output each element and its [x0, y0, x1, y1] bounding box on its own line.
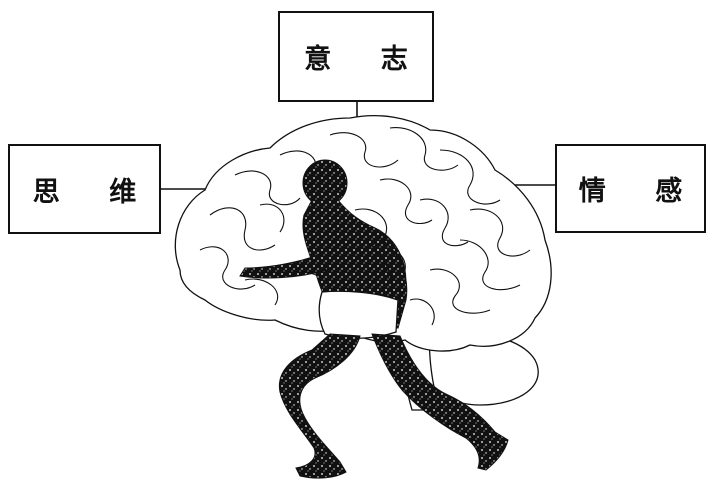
thinking-label: 思 维 [33, 170, 156, 209]
will-label: 意 志 [304, 37, 427, 76]
emotion-box: 情 感 [555, 144, 706, 233]
thinking-box: 思 维 [8, 144, 161, 234]
will-box: 意 志 [278, 11, 434, 102]
emotion-label: 情 感 [579, 169, 702, 208]
